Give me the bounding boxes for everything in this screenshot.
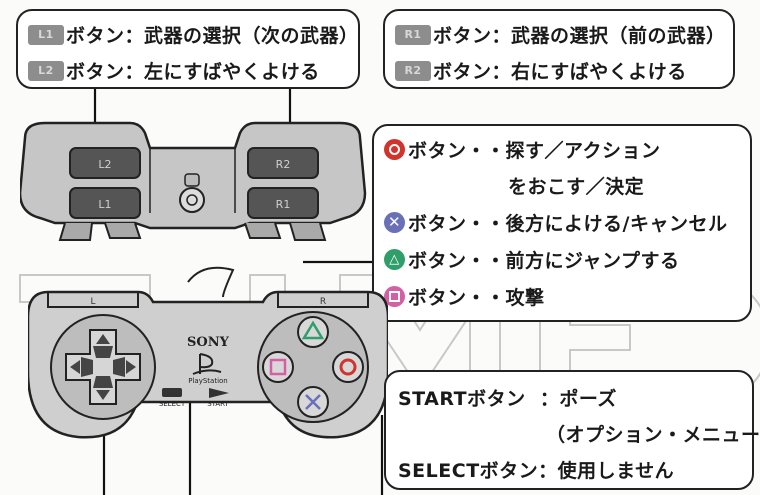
start-label: START bbox=[207, 400, 229, 408]
square-text: ボタン・・攻撃 bbox=[408, 287, 545, 309]
l-top-label: L bbox=[90, 297, 95, 307]
start-description-cont: （オプション・メニュー） bbox=[546, 420, 760, 447]
start-description: STARTボタン ：ポーズ bbox=[398, 384, 617, 411]
l2-text: ボタン：左にすばやくよける bbox=[66, 61, 320, 83]
r1-shoulder-label: R1 bbox=[276, 198, 291, 211]
circle-text-2: をおこす／決定 bbox=[508, 176, 645, 198]
start-text-2: （オプション・メニュー） bbox=[546, 424, 760, 446]
square-description: ボタン・・攻撃 bbox=[384, 283, 545, 310]
l1-description: L1 ボタン：武器の選択（次の武器） bbox=[28, 21, 359, 48]
circle-description: ボタン・・探す／アクション bbox=[384, 136, 661, 163]
triangle-button-icon: △ bbox=[384, 249, 405, 270]
controller-top-view: L2 L1 R2 R1 bbox=[20, 121, 367, 241]
l1-badge: L1 bbox=[28, 24, 64, 45]
playstation-text: PlayStation bbox=[188, 377, 227, 385]
select-description: SELECTボタン：使用しません bbox=[398, 456, 674, 483]
r-top-label: R bbox=[320, 297, 326, 307]
triangle-text: ボタン・・前方にジャンプする bbox=[408, 250, 680, 272]
r2-shoulder-label: R2 bbox=[276, 158, 291, 171]
face-buttons-callout: ボタン・・探す／アクション をおこす／決定 ✕ ボタン・・後方によける/キャンセ… bbox=[372, 124, 752, 322]
r1-text: ボタン：武器の選択（前の武器） bbox=[433, 25, 726, 47]
square-button-icon bbox=[384, 286, 405, 307]
r1-badge: R1 bbox=[395, 24, 431, 45]
start-select-callout: STARTボタン ：ポーズ （オプション・メニュー） SELECTボタン：使用し… bbox=[384, 370, 760, 490]
controller-front-view: L R SONY PlayStation SELECT START bbox=[28, 266, 388, 439]
circle-description-cont: をおこす／決定 bbox=[508, 172, 644, 199]
cross-description: ✕ ボタン・・後方によける/キャンセル bbox=[384, 209, 727, 236]
select-text: SELECTボタン：使用しません bbox=[398, 460, 675, 482]
cross-text: ボタン・・後方によける/キャンセル bbox=[408, 213, 728, 235]
l1-text: ボタン：武器の選択（次の武器） bbox=[66, 25, 359, 47]
circle-text: ボタン・・探す／アクション bbox=[408, 140, 661, 162]
l2-badge: L2 bbox=[28, 60, 64, 81]
l1-shoulder-label: L1 bbox=[98, 198, 111, 211]
select-label: SELECT bbox=[159, 400, 186, 408]
r2-description: R2 ボタン：右にすばやくよける bbox=[395, 57, 687, 84]
r2-badge: R2 bbox=[395, 60, 431, 81]
l2-description: L2 ボタン：左にすばやくよける bbox=[28, 57, 320, 84]
cross-button-icon: ✕ bbox=[384, 212, 405, 233]
top-left-callout: L1 ボタン：武器の選択（次の武器） L2 ボタン：左にすばやくよける bbox=[16, 9, 360, 89]
triangle-description: △ ボタン・・前方にジャンプする bbox=[384, 246, 679, 273]
r1-description: R1 ボタン：武器の選択（前の武器） bbox=[395, 21, 726, 48]
sony-logo-text: SONY bbox=[187, 335, 230, 350]
circle-button-icon bbox=[384, 139, 405, 160]
r2-text: ボタン：右にすばやくよける bbox=[433, 61, 687, 83]
start-text: STARTボタン ：ポーズ bbox=[398, 388, 617, 410]
top-right-callout: R1 ボタン：武器の選択（前の武器） R2 ボタン：右にすばやくよける bbox=[383, 9, 735, 89]
l2-shoulder-label: L2 bbox=[98, 158, 111, 171]
playstation-logo-icon bbox=[192, 353, 222, 375]
